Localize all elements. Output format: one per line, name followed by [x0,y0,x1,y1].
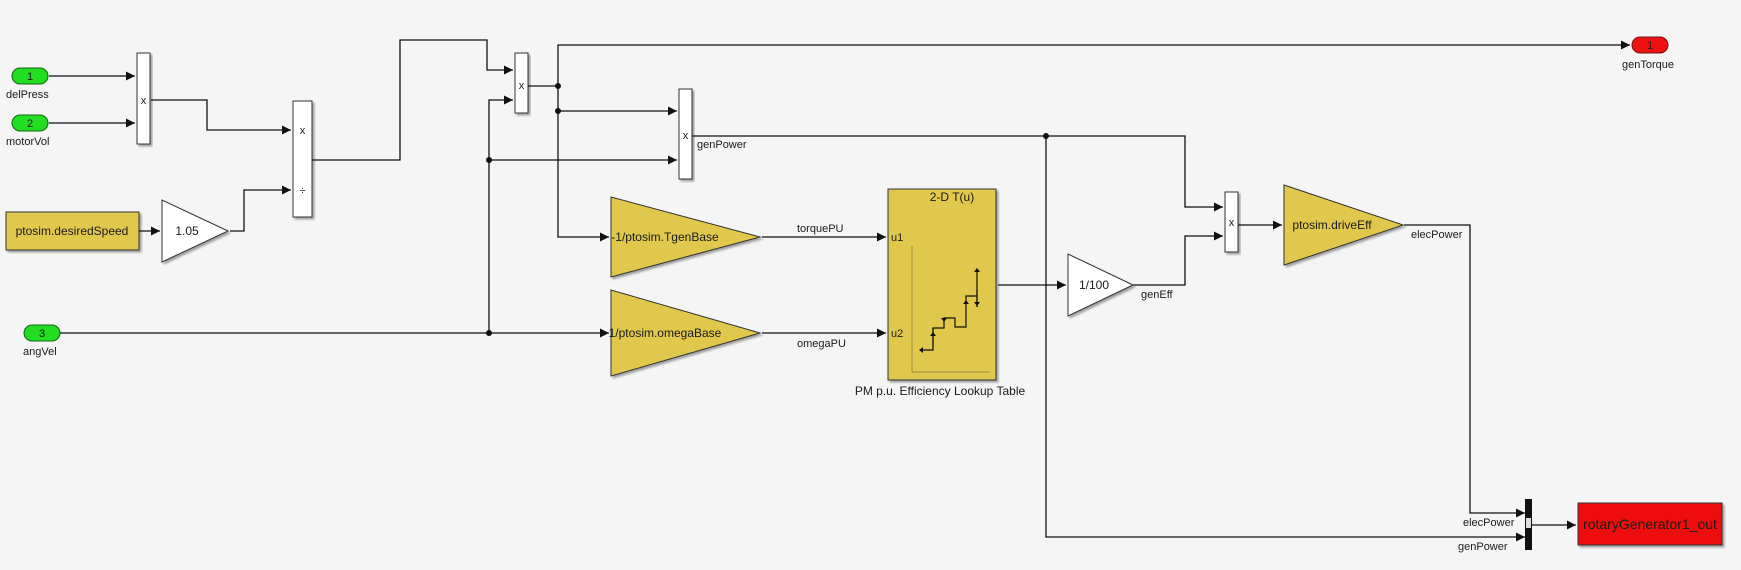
gain-triangle[interactable] [610,196,762,278]
inport-oval[interactable] [11,114,49,132]
branch-dot [555,83,561,89]
gain-drive-eff[interactable]: ptosim.driveEff [1283,184,1405,266]
branch-dot [1043,133,1049,139]
product-block[interactable] [678,88,693,180]
product-3[interactable]: x [514,52,529,114]
gain-label: 1/ptosim.omegaBase [609,326,722,340]
inport-oval[interactable] [23,324,61,342]
lookup-marker [974,302,980,306]
gain-torque-base[interactable]: -1/ptosim.TgenBase [610,196,762,278]
signal-label-mux-elecpower[interactable]: elecPower [1463,517,1515,529]
line-genpower[interactable] [692,135,1525,542]
lookup-marker [941,318,947,322]
signal-label-elecpower[interactable]: elecPower [1411,229,1463,241]
constant-desiredspeed[interactable]: ptosim.desiredSpeed [5,211,140,251]
product-block[interactable] [292,100,313,218]
branch-dot [486,330,492,336]
product-5[interactable]: x [1224,191,1239,253]
inport-oval[interactable] [11,67,49,85]
signal-label-genpower[interactable]: genPower [697,139,747,151]
gain-omega-base[interactable]: 1/ptosim.omegaBase [609,289,762,377]
signal-lines [49,39,1630,542]
product-1[interactable]: x [136,52,151,145]
inport-label: motorVol [6,136,49,148]
mux-grip [1526,518,1531,528]
line-gain-div[interactable] [230,185,291,232]
inport-label: delPress [6,89,49,101]
lookup-marker [963,300,969,304]
gain-triangle[interactable] [610,289,762,377]
product-op-label: x [1229,217,1235,229]
signal-label-torquepu[interactable]: torquePU [797,223,844,235]
product-op-label: x [683,130,689,142]
outport-gentorque[interactable]: 1 genTorque [1622,36,1674,71]
signal-labels: genPower torquePU omegaPU genEff elecPow… [697,139,1515,553]
product-4[interactable]: x [678,88,693,180]
line-torque-gain[interactable] [557,111,609,242]
lookup-marker [974,268,980,272]
lookup-header: 2-D T(u) [930,190,974,204]
line-geneff[interactable] [1133,231,1223,286]
outport-number: 1 [1647,40,1653,52]
line-angvel-branch[interactable] [488,95,513,333]
mux-block[interactable] [1525,499,1532,550]
inport-delpress[interactable]: 1 delPress [6,67,49,101]
gain-label: 1/100 [1079,278,1109,292]
signal-label-mux-genpower[interactable]: genPower [1458,541,1508,553]
product-op-label: ÷ [299,185,305,197]
inport-angvel[interactable]: 3 angVel [23,324,61,358]
to-workspace-body[interactable] [1577,502,1723,546]
branch-dot [486,157,492,163]
lookup-axes [911,246,990,373]
gain-speed[interactable]: 1.05 [161,199,230,263]
gain-label: 1.05 [175,224,199,238]
constant-label: ptosim.desiredSpeed [16,224,129,238]
branch-dot [555,108,561,114]
product-op-label: x [519,80,525,92]
lookup-body[interactable] [887,188,997,381]
line-genpower-prod5[interactable] [1046,135,1223,212]
lookup-step-markers [919,268,980,353]
gain-triangle[interactable] [1283,184,1405,266]
constant-block[interactable] [5,211,140,251]
inport-motorvol[interactable]: 2 motorVol [6,114,49,148]
branch-points [486,83,1049,336]
gain-triangle[interactable] [161,199,230,263]
lookup-port-u2: u2 [891,328,903,340]
line-prod1-out[interactable] [151,99,291,135]
lookup-port-u1: u1 [891,232,903,244]
outport-oval[interactable] [1631,36,1669,54]
product-op-label: x [141,95,147,107]
lookup-name: PM p.u. Efficiency Lookup Table [855,384,1026,398]
inport-number: 2 [27,118,33,130]
outport-label: genTorque [1622,59,1674,71]
gain-percent[interactable]: 1/100 [1067,253,1135,317]
lookup-marker [919,347,923,353]
lookup-marker [930,332,936,336]
lookup-table-block[interactable]: 2-D T(u) u1 u2 PM p.u. Efficiency Lookup… [855,188,1026,398]
product-op-label: x [300,125,306,137]
signal-label-geneff[interactable]: genEff [1141,289,1174,301]
gain-label: -1/ptosim.TgenBase [611,230,719,244]
product-block[interactable] [1224,191,1239,253]
line-torque-prod4[interactable] [557,86,677,116]
gain-triangle[interactable] [1067,253,1135,317]
inport-number: 3 [39,328,45,340]
product-block[interactable] [514,52,529,114]
line-elecpower[interactable] [1404,224,1525,518]
signal-label-omegapu[interactable]: omegaPU [797,338,846,350]
to-workspace-block[interactable]: rotaryGenerator1_out [1577,502,1723,546]
product-2[interactable]: x ÷ [292,100,313,218]
inport-number: 1 [27,71,33,83]
line-gentorque[interactable] [528,40,1630,87]
product-block[interactable] [136,52,151,145]
to-workspace-label: rotaryGenerator1_out [1583,516,1717,532]
lookup-plot-icon [911,246,990,373]
gain-label: ptosim.driveEff [1292,218,1372,232]
line-prod2-out[interactable] [312,39,513,161]
inport-label: angVel [23,346,57,358]
